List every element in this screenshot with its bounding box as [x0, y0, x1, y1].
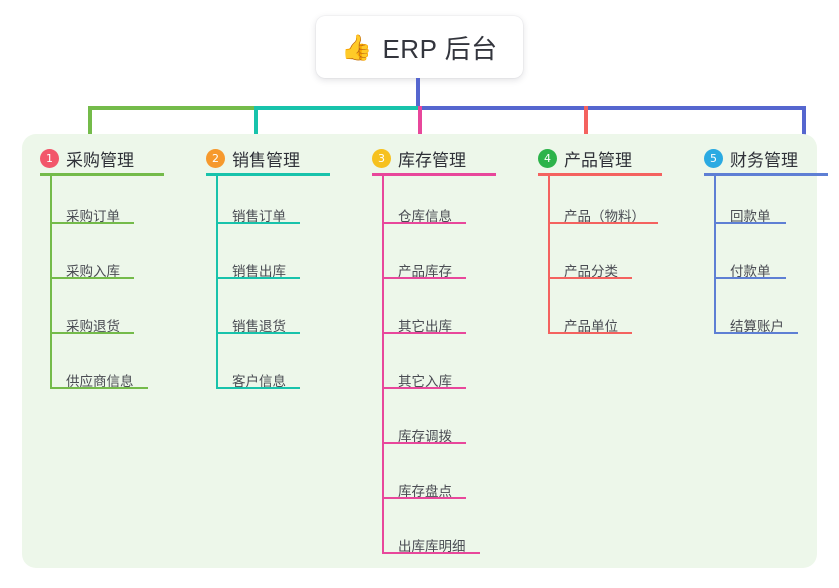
branch-header-3[interactable]: 3 库存管理: [372, 146, 466, 171]
branch-number-badge: 1: [40, 149, 59, 168]
stub-product: [584, 106, 588, 156]
branch-header-5[interactable]: 5 财务管理: [704, 146, 798, 171]
stub-purchase: [88, 106, 92, 156]
branch-number-badge: 4: [538, 149, 557, 168]
branch-item-label: 产品分类: [564, 264, 618, 279]
branch-title-rule: [40, 173, 164, 176]
branch-item-rule: [714, 277, 786, 279]
branch-title: 采购管理: [66, 151, 134, 170]
branch-item-rule: [382, 222, 466, 224]
branch-item-label: 销售出库: [232, 264, 286, 279]
branch-title-rule: [206, 173, 330, 176]
branch-title: 产品管理: [564, 151, 632, 170]
branch-item-rule: [548, 332, 632, 334]
branch-item-rule: [382, 497, 466, 499]
branch-title: 销售管理: [232, 151, 300, 170]
branch-item-rule: [50, 277, 134, 279]
branch-item-label: 结算账户: [730, 319, 784, 334]
branch-item-rule: [216, 277, 300, 279]
branch-item-label: 库存盘点: [398, 484, 452, 499]
branch-item-rule: [382, 387, 466, 389]
root-node-label: ERP 后台: [382, 33, 498, 64]
branch-item-rule: [382, 442, 466, 444]
branch-item-rule: [50, 387, 148, 389]
branch-item-label: 销售订单: [232, 209, 286, 224]
branch-item-rule: [382, 332, 466, 334]
branch-item-label: 供应商信息: [66, 374, 134, 389]
branch-item-label: 产品（物料）: [564, 209, 645, 224]
branch-spine: [714, 176, 716, 332]
branch-item-label: 其它入库: [398, 374, 452, 389]
branch-title: 库存管理: [398, 151, 466, 170]
stub-finance: [802, 106, 806, 156]
branch-item-rule: [50, 332, 134, 334]
branch-item-label: 产品单位: [564, 319, 618, 334]
branch-title-rule: [538, 173, 662, 176]
branches-panel: 1 采购管理采购订单采购入库采购退货供应商信息 2 销售管理销售订单销售出库销售退货客…: [22, 134, 828, 568]
branch-item-label: 库存调拨: [398, 429, 452, 444]
branch-header-2[interactable]: 2 销售管理: [206, 146, 300, 171]
branch-spine: [548, 176, 550, 332]
branch-item-label: 出库库明细: [398, 539, 466, 554]
branch-item-label: 付款单: [730, 264, 771, 279]
branch-item-rule: [548, 222, 658, 224]
branch-item-label: 客户信息: [232, 374, 286, 389]
branch-item-label: 仓库信息: [398, 209, 452, 224]
branch-title-rule: [372, 173, 496, 176]
branch-item-label: 销售退货: [232, 319, 286, 334]
branch-header-4[interactable]: 4 产品管理: [538, 146, 632, 171]
branch-header-1[interactable]: 1 采购管理: [40, 146, 134, 171]
segment-blue: [418, 106, 806, 110]
branch-item-rule: [548, 277, 632, 279]
root-node-card[interactable]: 👍 ERP 后台: [316, 16, 523, 78]
branch-item-rule: [382, 552, 480, 554]
branch-item-rule: [50, 222, 134, 224]
branch-item-rule: [216, 332, 300, 334]
branch-title-rule: [704, 173, 828, 176]
branch-item-rule: [216, 387, 300, 389]
branch-item-label: 其它出库: [398, 319, 452, 334]
branch-item-rule: [216, 222, 300, 224]
branch-item-label: 采购入库: [66, 264, 120, 279]
stub-inventory: [418, 106, 422, 156]
branch-item-label: 回款单: [730, 209, 771, 224]
root-stem-connector: [416, 78, 420, 108]
branch-item-label: 采购订单: [66, 209, 120, 224]
branch-spine: [382, 176, 384, 552]
root-node-content: 👍 ERP 后台: [341, 29, 497, 66]
segment-green: [88, 106, 254, 110]
thumbs-up-icon: 👍: [341, 33, 373, 62]
branch-number-badge: 2: [206, 149, 225, 168]
branch-item-label: 产品库存: [398, 264, 452, 279]
branch-item-rule: [714, 222, 786, 224]
branch-item-rule: [714, 332, 798, 334]
branch-spine: [50, 176, 52, 387]
stub-sales: [254, 106, 258, 156]
branch-spine: [216, 176, 218, 387]
branch-number-badge: 3: [372, 149, 391, 168]
branch-item-label: 采购退货: [66, 319, 120, 334]
branch-title: 财务管理: [730, 151, 798, 170]
branch-item-rule: [382, 277, 466, 279]
segment-teal: [254, 106, 418, 110]
branch-number-badge: 5: [704, 149, 723, 168]
